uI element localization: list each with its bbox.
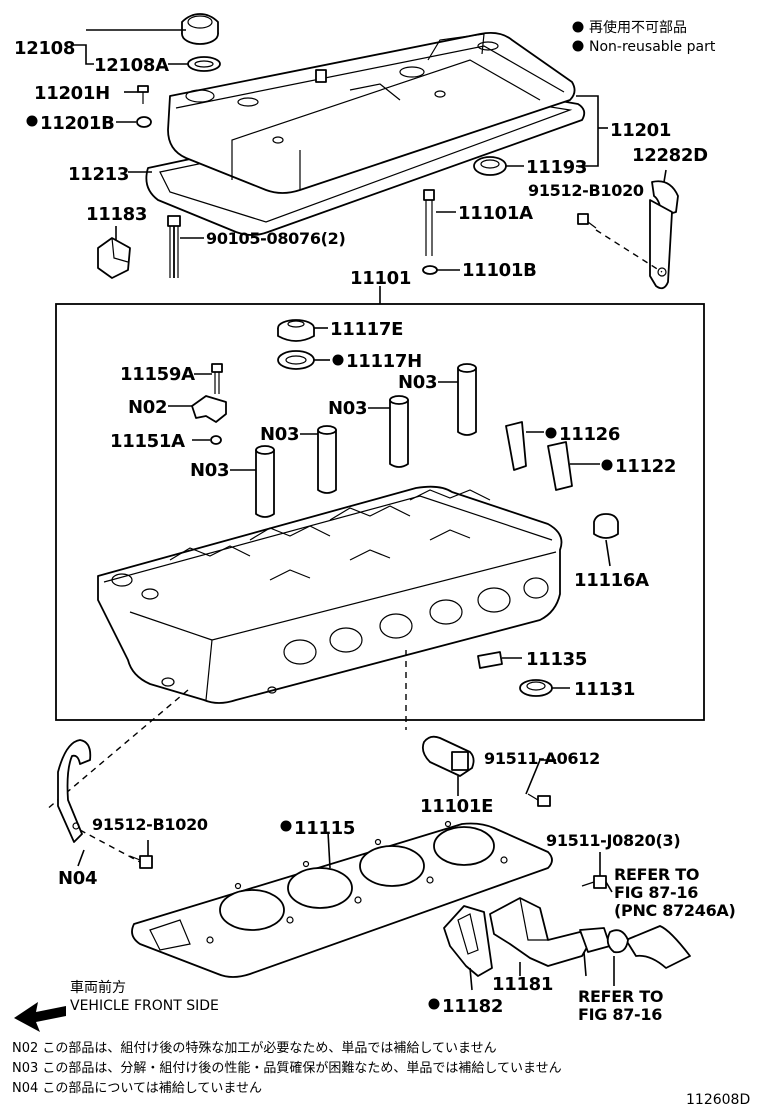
- gasket-11117H: [277, 350, 315, 370]
- plug-11116A: [593, 513, 619, 539]
- valve-guide-tubes-N03: [255, 363, 477, 518]
- label-91511-J0820: 91511-J0820(3): [546, 831, 680, 850]
- label-N03-c: N03: [328, 398, 367, 419]
- bolt-91511-A0612: [527, 793, 551, 807]
- legend-text-en: Non-reusable part: [589, 39, 716, 55]
- bolt-91512-top: [577, 213, 597, 229]
- label-12108A: 12108A: [94, 55, 169, 76]
- vehicle-front-en: VEHICLE FRONT SIDE: [70, 998, 219, 1014]
- note-N04: N04 この部品については補給していません: [12, 1081, 262, 1096]
- bolt-11101A: [423, 189, 435, 256]
- cap-gasket-12108A: [187, 56, 221, 72]
- label-N03-d: N03: [398, 372, 437, 393]
- sensor-11101E: [421, 735, 475, 796]
- plug-11117E: [277, 319, 315, 342]
- label-11117H: 11117H: [346, 351, 422, 372]
- label-11181: 11181: [492, 974, 553, 995]
- label-11201: 11201: [610, 120, 671, 141]
- legend-bullet-jp: [572, 21, 584, 33]
- label-11122: 11122: [615, 456, 676, 477]
- label-11131: 11131: [574, 679, 635, 700]
- bolt-91512-bottom: [129, 855, 153, 869]
- label-11159A: 11159A: [120, 364, 195, 385]
- bolt-11201H: [137, 85, 149, 104]
- non-reusable-mark-11126: [545, 427, 557, 439]
- cylinder-head-illustration: [97, 485, 563, 704]
- label-refer1-line3: (PNC 87246A): [614, 901, 736, 920]
- engine-hanger-12282D: [649, 180, 679, 290]
- vehicle-front-arrow: [14, 1002, 66, 1032]
- label-11101: 11101: [350, 268, 411, 289]
- label-refer2-line2: FIG 87-16: [578, 1005, 662, 1024]
- label-11101E: 11101E: [420, 796, 493, 817]
- figure-id: 112608D: [686, 1092, 750, 1108]
- valve-guide-11126: [505, 421, 527, 471]
- label-11213: 11213: [68, 164, 129, 185]
- washer-11101B: [422, 265, 438, 275]
- label-11101B: 11101B: [462, 260, 537, 281]
- label-91511-A0612: 91511-A0612: [484, 749, 600, 768]
- label-12282D: 12282D: [632, 145, 708, 166]
- label-refer1-line2: FIG 87-16: [614, 883, 698, 902]
- legend-bullet-en: [572, 40, 584, 52]
- label-11201B: 11201B: [40, 113, 115, 134]
- label-N04: N04: [58, 868, 97, 889]
- label-11183: 11183: [86, 204, 147, 225]
- leader-lines: [72, 29, 667, 991]
- label-refer2-line1: REFER TO: [578, 987, 663, 1006]
- seal-11193: [473, 156, 507, 176]
- non-reusable-mark-11182: [428, 998, 440, 1010]
- vehicle-front-jp: 車両前方: [70, 979, 126, 996]
- label-11101A: 11101A: [458, 203, 533, 224]
- bolt-90105: [167, 215, 181, 278]
- label-90105: 90105-08076(2): [206, 229, 346, 248]
- label-12108: 12108: [14, 38, 75, 59]
- non-reusable-mark-11201B: [26, 115, 38, 127]
- label-11151A: 11151A: [110, 431, 185, 452]
- label-11182: 11182: [442, 996, 503, 1017]
- label-refer1-line1: REFER TO: [614, 865, 699, 884]
- head-gasket-11115: [131, 820, 553, 978]
- bearing-cap-N02: [191, 395, 227, 423]
- note-N03: N03 この部品は、分解・組付け後の性能・品質確保が困難なため、単品では補給して…: [12, 1060, 562, 1076]
- pin-11151A: [210, 435, 222, 445]
- seal-11131: [519, 679, 553, 697]
- cylinder-head-cover-illustration: [145, 31, 586, 236]
- label-11115: 11115: [294, 818, 355, 839]
- label-11116A: 11116A: [574, 570, 649, 591]
- label-11117E: 11117E: [330, 319, 403, 340]
- engine-hanger-N04: [57, 739, 92, 843]
- seat-11135: [477, 651, 503, 669]
- bolt-11159A: [211, 363, 223, 394]
- non-reusable-mark-11115: [280, 820, 292, 832]
- label-11126: 11126: [559, 424, 620, 445]
- non-reusable-mark-11117H: [332, 354, 344, 366]
- label-N02: N02: [128, 397, 167, 418]
- non-reusable-mark-11122: [601, 459, 613, 471]
- oil-filler-cap-12108: [181, 13, 219, 45]
- label-11193: 11193: [526, 157, 587, 178]
- label-91512-top: 91512-B1020: [528, 181, 644, 200]
- label-11135: 11135: [526, 649, 587, 670]
- water-outlet-11181: [489, 897, 611, 977]
- label-11201H: 11201H: [34, 83, 110, 104]
- valve-guide-11122: [547, 441, 573, 491]
- note-N02: N02 この部品は、組付け後の特殊な加工が必要なため、単品では補給していません: [12, 1040, 497, 1056]
- hose-illustration: [606, 925, 691, 969]
- grommet-11201B: [136, 116, 152, 128]
- label-N03-b: N03: [260, 424, 299, 445]
- label-91512-bottom: 91512-B1020: [92, 815, 208, 834]
- bolt-91511-J0820: [581, 875, 607, 889]
- gasket-11182: [443, 905, 493, 977]
- legend-text-jp: 再使用不可部品: [589, 19, 687, 36]
- label-N03-a: N03: [190, 460, 229, 481]
